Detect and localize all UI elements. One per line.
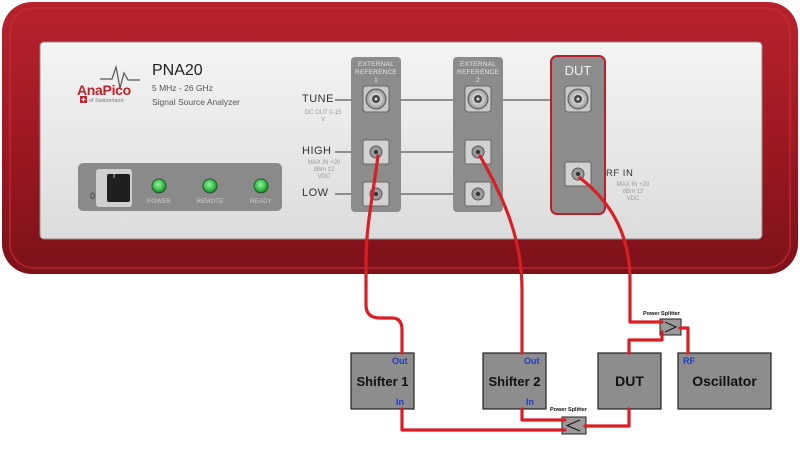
sma-connector-ref2-high[interactable]: [464, 139, 492, 165]
freq-range: 5 MHz - 26 GHz: [152, 83, 213, 93]
row-label-high: HIGH: [302, 145, 332, 157]
power-switch-off-label: 0: [90, 191, 96, 201]
shifter1-in-port: In: [396, 397, 404, 407]
bnc-connector-dut-tune[interactable]: [564, 85, 592, 113]
block-boxes: [350, 352, 772, 410]
column-header-ext-ref-1: EXTERNAL REFERENCE 1: [355, 61, 397, 84]
model-name: PNA20: [152, 62, 203, 79]
cable-dut-to-top-splitter: [627, 330, 664, 355]
cable-shifter1-in-to-splitter: [400, 407, 567, 432]
power-splitter-bottom-label: Power Splitter: [550, 407, 587, 413]
dut-title: DUT: [615, 373, 644, 389]
rf-in-note: MAX IN +20 dBm 12 VDC: [616, 182, 650, 202]
cable-dut-rfin-to-top-splitter: [578, 176, 664, 324]
model-description: Signal Source Analyzer: [152, 97, 240, 107]
shifter2-in-port: In: [526, 397, 534, 407]
led-label-power: POWER: [147, 199, 171, 205]
shifter2-title: Shifter 2: [488, 374, 541, 389]
shifter2-out-port: Out: [524, 356, 540, 366]
led-label-ready: READY: [250, 199, 272, 205]
column-header-dut: DUT: [564, 63, 592, 78]
column-header-ext-ref-2: EXTERNAL REFERENCE 2: [457, 61, 499, 84]
shifter1-box: [350, 352, 415, 410]
power-splitter-top-label: Power Splitter: [643, 311, 680, 317]
led-label-remote: REMOTE: [196, 199, 224, 205]
row-label-low: LOW: [302, 187, 329, 199]
bnc-connector-ref1-tune[interactable]: [362, 85, 390, 113]
shifter2-box: [482, 352, 547, 410]
high-note: MAX IN +20 dBm 12 VDC: [307, 160, 341, 180]
shifter1-title: Shifter 1: [356, 374, 409, 389]
oscillator-title: Oscillator: [692, 373, 757, 389]
cable-top-splitter-to-oscillator: [678, 326, 690, 355]
bnc-connector-ref2-tune[interactable]: [464, 85, 492, 113]
sma-connector-ref2-low[interactable]: [464, 181, 492, 207]
row-label-tune: TUNE: [302, 93, 334, 105]
cable-shifter2-in-to-splitter: [520, 407, 567, 422]
control-strip: [78, 163, 282, 211]
shifter1-out-port: Out: [392, 356, 408, 366]
power-switch-on-label: I: [113, 171, 116, 180]
cable-ref1-high-to-shifter1: [364, 154, 404, 355]
brand-logo: [80, 64, 140, 103]
brand-name: AnaPico: [77, 82, 131, 98]
brand-subtitle: of Switzerland: [89, 98, 124, 104]
cable-ref2-high-to-shifter2: [478, 154, 524, 355]
tune-note: DC OUT 0-15 V: [304, 110, 342, 123]
column-dut: [550, 55, 606, 215]
cable-splitter-to-dut: [583, 407, 631, 428]
dut-box: [597, 352, 662, 410]
sma-connector-ref1-low[interactable]: [362, 181, 390, 207]
rf-in-label: RF IN: [606, 168, 634, 179]
oscillator-rf-port: RF: [683, 356, 695, 366]
oscillator-box: [677, 352, 772, 410]
bnc-connectors: [362, 85, 592, 113]
rf-cables: [364, 154, 690, 432]
